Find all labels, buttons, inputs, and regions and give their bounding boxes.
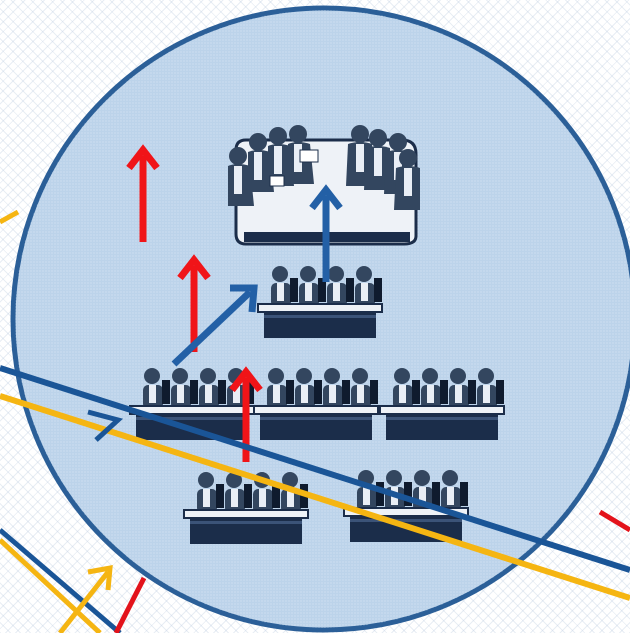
desk-edge [264, 315, 376, 318]
person-figure [421, 368, 448, 409]
team-row2-left-desk [129, 368, 255, 440]
person-figure [351, 368, 378, 409]
team-row3-right-desk [343, 470, 469, 542]
yellow-arrow [58, 564, 113, 633]
person-figure [143, 368, 170, 409]
decorative-lines-front [0, 365, 630, 601]
person-figure [197, 472, 224, 513]
yellow-line-left-top [0, 209, 20, 225]
person-figure [393, 368, 420, 409]
desk-edge [350, 519, 462, 522]
person-figure [449, 368, 476, 409]
document [269, 175, 285, 187]
person-figure [225, 472, 252, 513]
desk-top [379, 405, 505, 415]
person-figure [299, 266, 326, 307]
person-figure [323, 368, 350, 409]
arrows [126, 144, 343, 462]
team-middle-desk [257, 266, 383, 338]
laptop [299, 149, 319, 163]
blue-diagonal-arrow [171, 284, 258, 367]
red-line-bottom [113, 576, 147, 633]
boardroom-person [364, 129, 390, 190]
boardroom-meeting-table [228, 125, 420, 246]
person-figure [327, 266, 354, 307]
blue-crossing-line [0, 365, 630, 573]
desk-edge [136, 417, 248, 420]
blue-line-arrowhead [87, 409, 124, 442]
person-figure [199, 368, 226, 409]
desk-top [253, 405, 379, 415]
blue-line-bottom-left [0, 528, 122, 633]
person-figure [477, 368, 504, 409]
team-desks [129, 266, 505, 544]
boardroom-person [228, 147, 254, 206]
blue-up-arrow [309, 184, 343, 282]
person-figure [441, 470, 468, 511]
desk-top [183, 509, 309, 519]
decorative-lines-back [0, 209, 630, 633]
red-up-arrow [126, 144, 160, 242]
person-figure [271, 266, 298, 307]
person-figure [295, 368, 322, 409]
desk-edge [260, 417, 372, 420]
desk-edge [190, 521, 302, 524]
boardroom-person [394, 149, 420, 210]
yellow-line-bottom-left [0, 538, 102, 633]
desk-edge [386, 417, 498, 420]
team-row2-center-desk [253, 368, 379, 440]
desk-top [257, 303, 383, 313]
person-figure [267, 368, 294, 409]
team-row2-right-desk [379, 368, 505, 440]
red-line-right [598, 509, 630, 533]
red-up-arrow [177, 254, 211, 352]
person-figure [355, 266, 382, 307]
person-figure [171, 368, 198, 409]
boardroom-person [248, 133, 274, 192]
